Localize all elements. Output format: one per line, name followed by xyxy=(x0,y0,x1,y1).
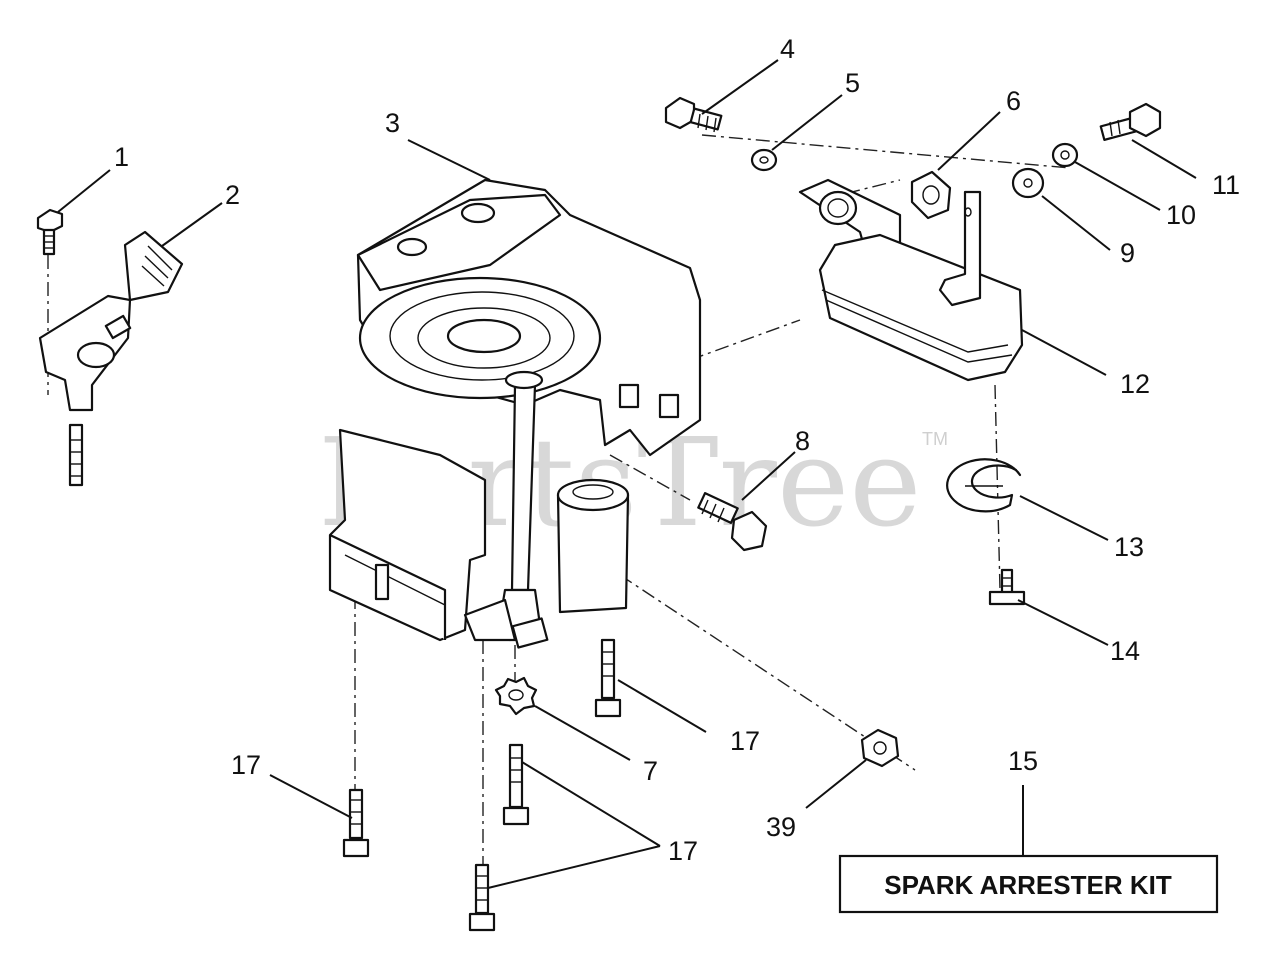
callout-2: 2 xyxy=(225,180,240,210)
lockwasher-part-10[interactable] xyxy=(1051,142,1079,168)
callout-7: 7 xyxy=(643,756,658,786)
bolt-part-17-left[interactable] xyxy=(342,788,370,858)
trademark: TM xyxy=(922,429,948,449)
bolt-part-1[interactable] xyxy=(36,208,64,256)
gasket-part-6[interactable] xyxy=(910,170,952,220)
callout-13: 13 xyxy=(1114,532,1144,562)
callout-8: 8 xyxy=(795,426,810,456)
bolt-part-17-middle[interactable] xyxy=(502,743,530,826)
callout-14: 14 xyxy=(1110,636,1140,666)
star-washer-part-7[interactable] xyxy=(494,676,538,716)
screw-part-14[interactable] xyxy=(988,568,1026,606)
bolt-part-17-bottom[interactable] xyxy=(468,863,496,932)
spark-arrester-kit-label: SPARK ARRESTER KIT xyxy=(884,870,1172,900)
washer-part-9[interactable] xyxy=(1011,167,1045,199)
callout-3: 3 xyxy=(385,108,400,138)
callout-1: 1 xyxy=(114,142,129,172)
callout-17-right: 17 xyxy=(730,726,760,756)
callout-11: 11 xyxy=(1212,170,1240,200)
muffler-part-12[interactable] xyxy=(818,190,1024,382)
nut-part-39[interactable] xyxy=(860,728,900,768)
callout-5: 5 xyxy=(845,68,860,98)
callout-17-left: 17 xyxy=(231,750,261,780)
callout-9: 9 xyxy=(1120,238,1135,268)
callouts: 1 2 3 4 5 6 7 8 9 10 11 12 13 14 15 17 1… xyxy=(114,34,1240,866)
callout-17-bottom: 17 xyxy=(668,836,698,866)
leader-lines xyxy=(57,59,1197,889)
callout-12: 12 xyxy=(1120,369,1150,399)
bolt-part-4[interactable] xyxy=(664,96,723,133)
washer-part-5[interactable] xyxy=(750,148,778,172)
callout-15: 15 xyxy=(1008,746,1038,776)
callout-39: 39 xyxy=(766,812,796,842)
callout-10: 10 xyxy=(1166,200,1196,230)
bolt-part-11[interactable] xyxy=(1099,102,1162,142)
bolt-part-8[interactable] xyxy=(697,492,768,552)
spark-screen-part-13[interactable] xyxy=(946,458,1022,513)
engine-part-3[interactable] xyxy=(328,178,702,649)
callout-6: 6 xyxy=(1006,86,1021,116)
throttle-control-part-2[interactable] xyxy=(38,230,184,487)
callout-4: 4 xyxy=(780,34,795,64)
spark-arrester-kit-box[interactable]: SPARK ARRESTER KIT xyxy=(838,854,1219,914)
bolt-part-17-right[interactable] xyxy=(594,638,622,718)
